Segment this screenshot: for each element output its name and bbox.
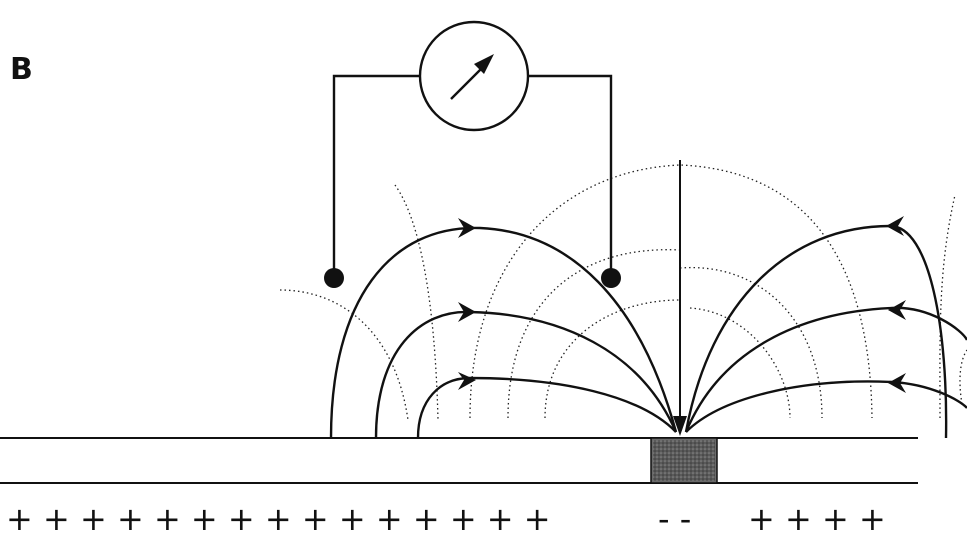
voltmeter-circuit (332, 74, 613, 278)
arrowhead-icon (888, 300, 906, 320)
positive-charges-right: + + + + (748, 500, 886, 538)
right-lead-wire (528, 74, 613, 278)
current-line (329, 226, 678, 439)
current-sink-texture (653, 440, 715, 481)
electrode-right (601, 268, 621, 288)
arrowhead-icon (886, 216, 904, 236)
left-lead-wire (332, 74, 420, 278)
arrowhead-icon (888, 373, 906, 393)
current-line (684, 306, 967, 433)
isopotential-line (394, 184, 439, 421)
panel-label: B (10, 52, 33, 87)
current-lines-right (684, 224, 967, 439)
positive-charges-left: + + + + + + + + + + + + + + + (6, 500, 551, 538)
current-line (685, 380, 967, 433)
isopotential-line (959, 349, 967, 405)
isopotential-line (279, 289, 409, 421)
isopotential-line (679, 266, 823, 419)
arrowhead-icon (458, 372, 476, 390)
meter-needle-arrowhead (474, 54, 494, 74)
arrowhead-icon (458, 302, 476, 322)
arrowheads-left (458, 218, 476, 390)
negative-charges: - - (658, 500, 692, 538)
current-line (416, 376, 677, 439)
isopotential-line (939, 194, 956, 419)
isopotential-line (689, 307, 791, 419)
electrode-left (324, 268, 344, 288)
arrowhead-icon (458, 218, 476, 238)
arrowhead-icon (673, 416, 687, 436)
isopotential-lines (279, 164, 967, 421)
arrowheads-right (886, 216, 906, 393)
current-line (684, 224, 948, 439)
isopotential-line (544, 299, 681, 419)
current-lines-left (329, 226, 678, 439)
